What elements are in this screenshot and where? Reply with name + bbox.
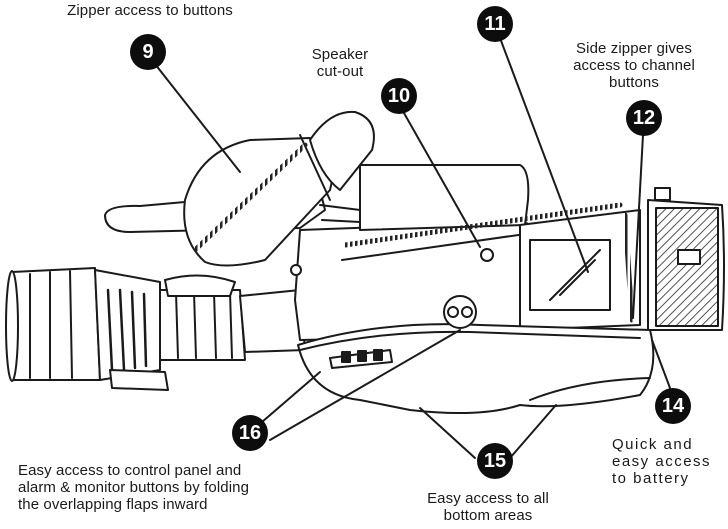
callout-label-9: Zipper access to buttons: [67, 2, 233, 19]
callout-badge-9: 9: [130, 34, 166, 70]
bottom-cover: [297, 323, 655, 415]
callout-label-12: Side zipper gives access to channel butt…: [573, 40, 695, 91]
callout-label-15: Easy access to all bottom areas: [427, 490, 549, 524]
camera-body: [294, 221, 536, 341]
callout-label-10: Speaker cut-out: [311, 46, 369, 80]
lens-front: [11, 267, 101, 381]
callout-label-14: Quick and easy access to battery: [612, 436, 712, 487]
callout-badge-16: 16: [232, 415, 268, 451]
callout-label-16: Easy access to control panel and alarm &…: [18, 462, 250, 513]
callout-badge-11: 11: [477, 6, 513, 42]
callout-badge-14: 14: [655, 388, 691, 424]
callout-badge-10: 10: [381, 78, 417, 114]
callout-badge-15: 15: [477, 443, 513, 479]
lens-barrel: [94, 269, 161, 381]
callout-badge-12: 12: [626, 100, 662, 136]
